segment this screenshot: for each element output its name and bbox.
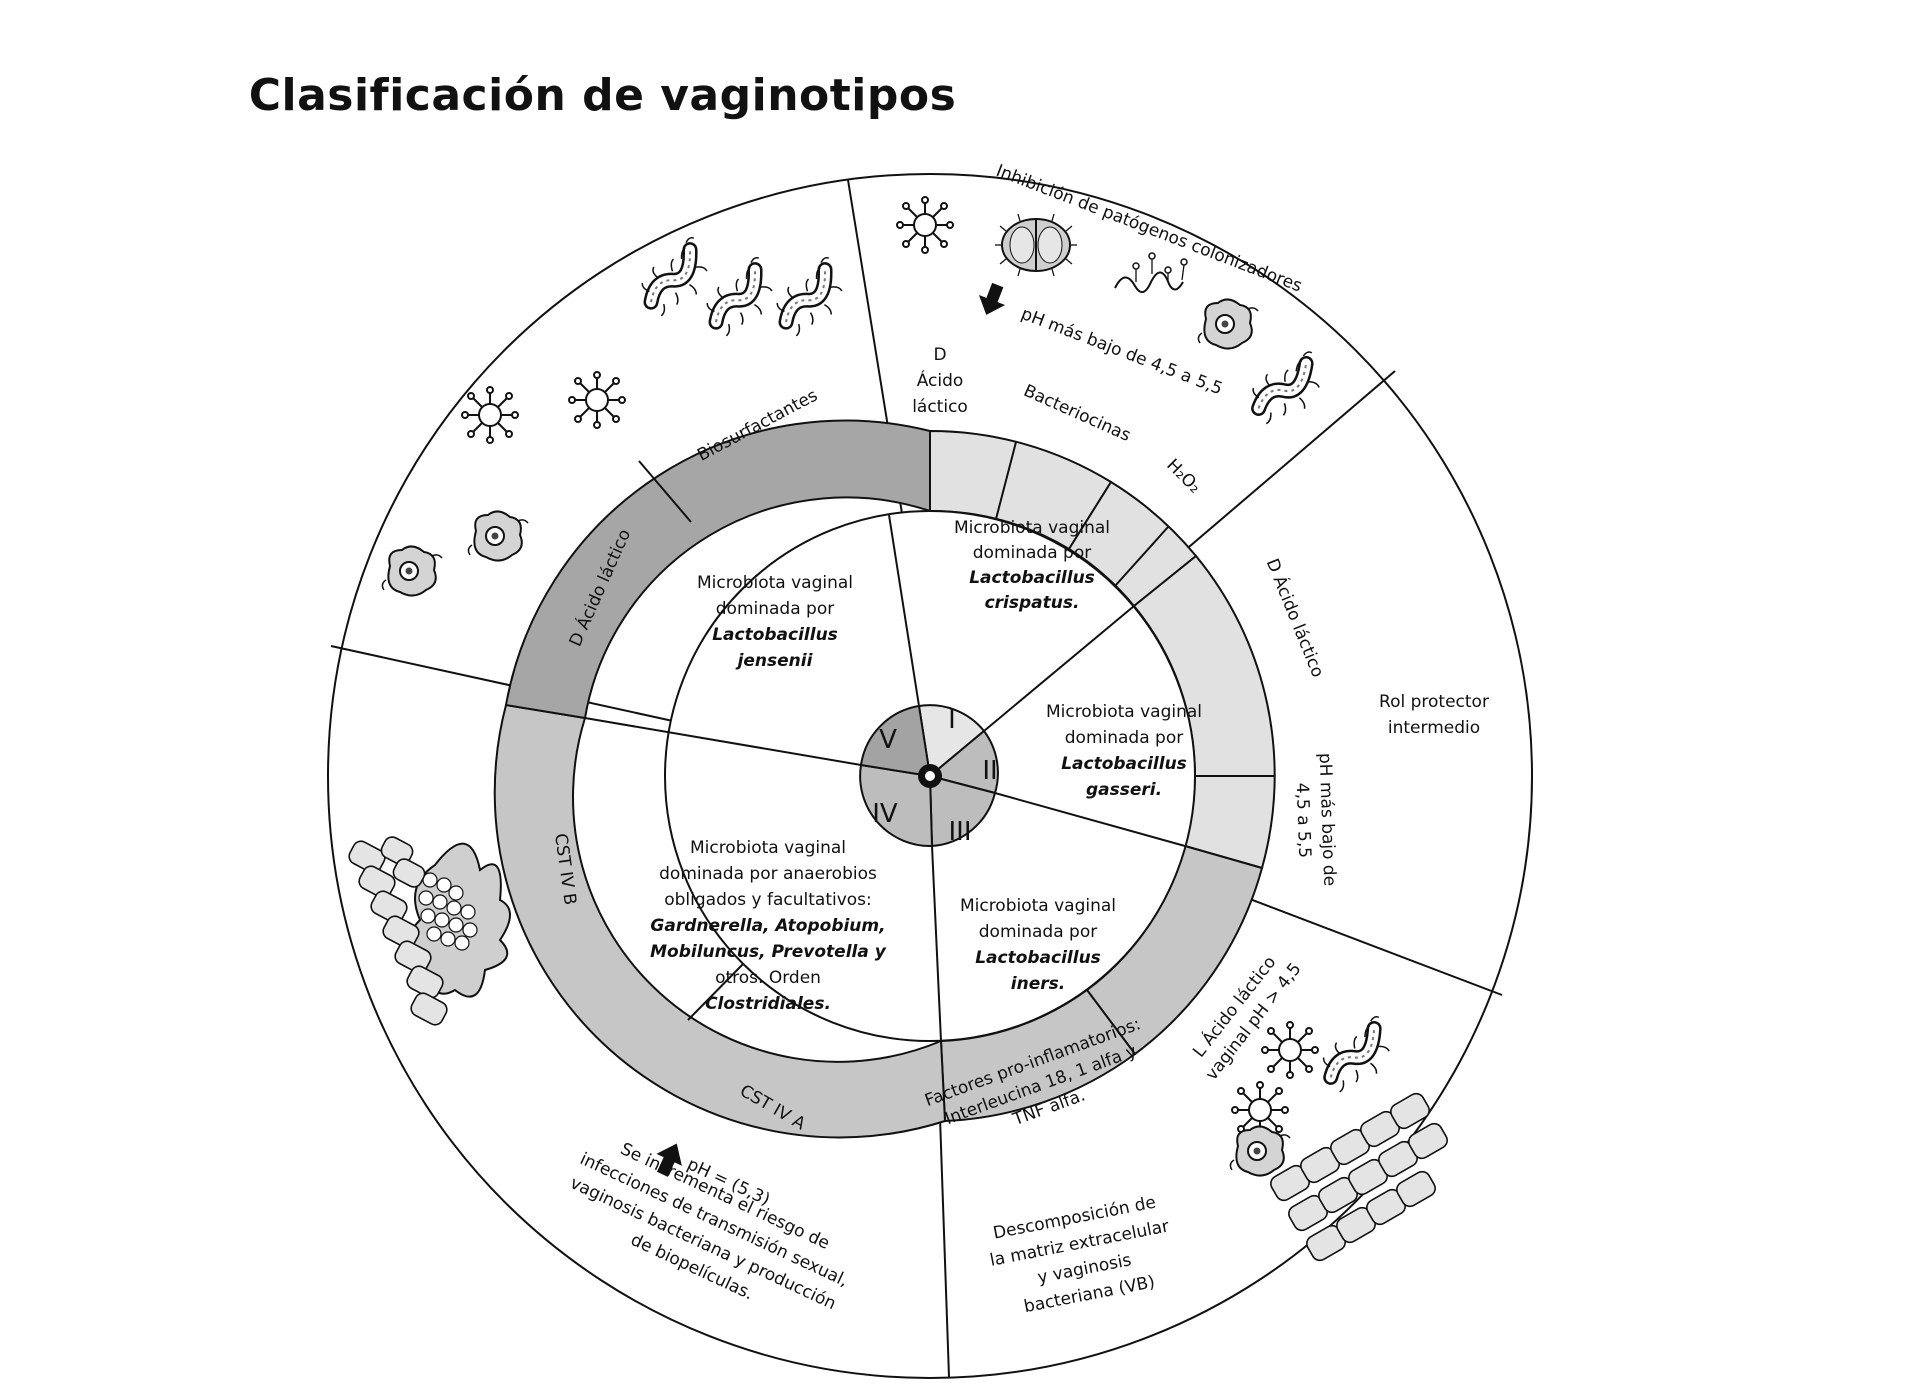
virus-icon [896,196,954,254]
sector-I-description: Microbiota vaginal dominada por Lactobac… [954,518,1110,613]
svg-text:Mobiluncus, Prevotella y: Mobiluncus, Prevotella y [650,942,887,962]
svg-text:Microbiota vaginal: Microbiota vaginal [697,573,853,593]
svg-text:obligados y facultativos:: obligados y facultativos: [664,890,872,910]
svg-text:dominada por: dominada por [979,922,1097,942]
hub-label-II: II [982,756,997,786]
svg-text:Clostridiales.: Clostridiales. [705,994,831,1014]
arrow-up-icon [656,1143,682,1177]
svg-text:dominada por anaerobios: dominada por anaerobios [659,864,877,884]
sector-III-description: Microbiota vaginal dominada por Lactobac… [960,896,1116,994]
sector-V-description: Microbiota vaginal dominada por Lactobac… [697,573,853,671]
svg-text:Microbiota vaginal: Microbiota vaginal [690,838,846,858]
hub-sector-II [927,729,999,795]
hub-sector-I [917,704,986,778]
sector-IV-description: Microbiota vaginal dominada por anaerobi… [650,838,887,1014]
svg-text:dominada por: dominada por [716,599,834,619]
virus-icon [461,386,519,444]
virus-icon [568,371,626,429]
svg-text:Microbiota vaginal: Microbiota vaginal [1046,702,1202,722]
ring-label-ph-bajo-II: pH más bajo de 4,5 a 5,5 [1292,753,1340,887]
svg-text:dominada por: dominada por [1065,728,1183,748]
hub-label-I: I [948,705,956,735]
svg-text:Microbiota vaginal: Microbiota vaginal [954,518,1110,538]
svg-text:crispatus.: crispatus. [985,593,1080,613]
inner-dividers [584,514,1186,1042]
svg-text:Ácido: Ácido [917,369,964,391]
ring-label-d-acido-lactico-I: D Ácido láctico [912,345,968,417]
hub-label-III: III [948,817,971,847]
svg-text:Lactobacillus: Lactobacillus [969,568,1095,588]
svg-text:D: D [933,345,946,365]
svg-text:Lactobacillus: Lactobacillus [712,625,838,645]
epithelium-icon [1229,1016,1448,1262]
epithelium-icon [348,836,511,1026]
svg-text:iners.: iners. [1011,974,1065,994]
hub-sector-V [859,704,932,778]
ring-dividers [638,441,1275,1021]
hub-label-V: V [879,725,897,755]
svg-text:dominada por: dominada por [973,543,1091,563]
svg-text:4,5 a 5,5: 4,5 a 5,5 [1292,782,1315,858]
outer-label-rol-protector: Rol protector intermedio [1379,692,1489,738]
svg-text:jensenii: jensenii [735,651,814,671]
svg-text:Lactobacillus: Lactobacillus [1061,754,1187,774]
svg-text:Lactobacillus: Lactobacillus [975,948,1101,968]
svg-text:pH más bajo de: pH más bajo de [1315,753,1340,887]
svg-text:Rol protector: Rol protector [1379,692,1489,712]
svg-text:otros. Orden: otros. Orden [715,968,821,988]
ring-sector-V [504,419,931,720]
svg-text:intermedio: intermedio [1388,718,1480,738]
sector-II-description: Microbiota vaginal dominada por Lactobac… [1046,702,1202,800]
page-title: Clasificación de vaginotipos [248,70,957,121]
hub-label-IV: IV [872,799,898,829]
arrow-down-icon [978,282,1006,315]
virus-icon [1261,1021,1319,1079]
center-hub [859,704,999,848]
hub-sector-III [928,774,997,848]
svg-text:Microbiota vaginal: Microbiota vaginal [960,896,1116,916]
middle-ring [493,419,1276,1139]
hub-sector-IV [859,763,934,848]
bacillus-icon [1114,252,1188,293]
svg-text:Gardnerella, Atopobium,: Gardnerella, Atopobium, [650,916,885,936]
svg-text:gasseri.: gasseri. [1086,780,1162,800]
svg-text:láctico: láctico [912,397,968,417]
